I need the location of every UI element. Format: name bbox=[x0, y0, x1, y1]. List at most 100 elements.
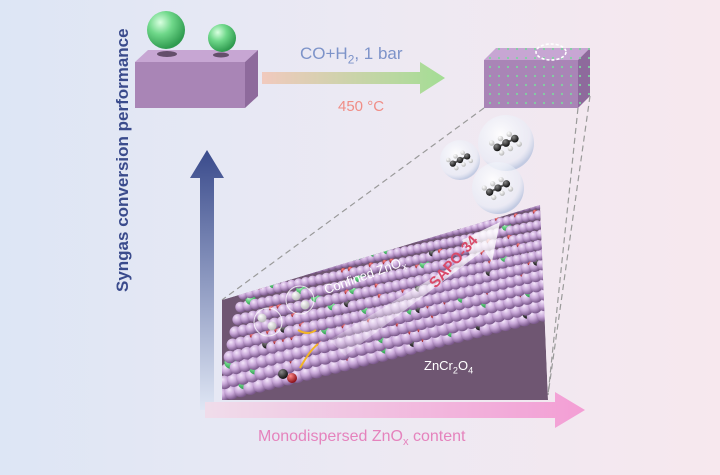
lattice-atom bbox=[346, 223, 355, 233]
lattice-atom bbox=[348, 234, 358, 244]
lattice-atom bbox=[284, 223, 293, 232]
lattice-atom bbox=[354, 233, 364, 243]
lattice-atom bbox=[275, 259, 285, 269]
lattice-atom bbox=[281, 258, 292, 268]
lattice-atom bbox=[378, 229, 388, 238]
lattice-atom bbox=[377, 197, 384, 204]
oxygen-atom bbox=[479, 209, 484, 214]
lattice-atom bbox=[275, 213, 284, 222]
lattice-atom bbox=[270, 248, 280, 258]
x-axis-arrow bbox=[205, 392, 585, 428]
lattice-atom bbox=[402, 224, 412, 234]
lattice-atom bbox=[276, 247, 286, 257]
lattice-atom bbox=[290, 211, 299, 219]
lattice-atom bbox=[359, 210, 368, 219]
lattice-atom bbox=[385, 216, 395, 226]
olefin-hydrogen bbox=[507, 145, 514, 152]
lattice-atom bbox=[247, 276, 258, 286]
lattice-atom bbox=[414, 222, 424, 232]
lattice-atom bbox=[418, 205, 427, 209]
oxygen-atom bbox=[299, 231, 304, 236]
lattice-atom bbox=[365, 209, 374, 218]
lattice-atom bbox=[320, 261, 331, 272]
lattice-atom bbox=[448, 205, 457, 215]
lattice-atom bbox=[456, 214, 466, 224]
catalyst-surface bbox=[222, 197, 548, 400]
lattice-atom bbox=[330, 237, 340, 247]
lattice-atom bbox=[366, 231, 376, 241]
olefin-carbon bbox=[456, 156, 464, 164]
olefin-hydrogen bbox=[498, 176, 504, 183]
lattice-atom bbox=[402, 205, 411, 212]
lattice-atom bbox=[536, 229, 547, 240]
lattice-atom bbox=[426, 220, 436, 230]
lattice-atom bbox=[375, 207, 384, 216]
olefin-hydrogen bbox=[468, 158, 474, 164]
zoom-projection-lines bbox=[221, 95, 591, 396]
lattice-atom bbox=[294, 267, 304, 277]
oxygen-atom bbox=[267, 225, 272, 230]
lattice-atom bbox=[272, 237, 281, 246]
lattice-atom bbox=[342, 235, 352, 245]
olefin-hydrogen bbox=[490, 181, 496, 187]
lattice-atom bbox=[282, 246, 292, 256]
lattice-atom bbox=[300, 243, 310, 253]
lattice-atom bbox=[318, 240, 328, 249]
olefin-hydrogen bbox=[516, 141, 522, 147]
lattice-atom bbox=[368, 219, 378, 229]
lattice-atom bbox=[274, 225, 283, 234]
lattice-atom bbox=[326, 205, 334, 213]
zno-site-atom bbox=[274, 205, 282, 206]
oxygen-atom bbox=[299, 242, 305, 247]
lattice-atom bbox=[533, 210, 544, 220]
temperature-label: 450 °C bbox=[338, 98, 385, 115]
lattice-atom bbox=[263, 227, 272, 236]
olefin-hydrogen bbox=[461, 162, 466, 167]
lattice-atom bbox=[429, 205, 438, 207]
oxygen-atom bbox=[279, 212, 284, 217]
lattice-atom bbox=[390, 226, 400, 236]
olefin-hydrogen bbox=[453, 154, 458, 159]
lattice-atom bbox=[311, 218, 320, 227]
lattice-atom bbox=[536, 258, 548, 271]
lattice-atom bbox=[300, 254, 311, 264]
lattice-atom bbox=[540, 209, 548, 219]
lattice-atom bbox=[286, 205, 294, 208]
lattice-atom bbox=[312, 241, 322, 250]
lattice-atom bbox=[313, 252, 323, 262]
lattice-atom bbox=[468, 212, 478, 222]
lattice-atom bbox=[295, 233, 304, 242]
lattice-atom bbox=[291, 205, 299, 207]
lattice-atom bbox=[361, 205, 369, 207]
lattice-atom bbox=[357, 243, 367, 254]
lattice-atom bbox=[522, 205, 531, 212]
lattice-atom bbox=[351, 244, 361, 255]
zncr2o4-label: ZnCr2O4 bbox=[424, 358, 474, 376]
lattice-atom bbox=[336, 205, 344, 212]
olefin-carbon bbox=[485, 188, 494, 196]
oxygen-atom bbox=[318, 250, 324, 255]
lattice-atom bbox=[249, 241, 259, 250]
oxygen-atom bbox=[311, 240, 316, 245]
lattice-atom bbox=[294, 255, 304, 266]
olefin-hydrogen bbox=[491, 194, 497, 201]
oxygen-atom bbox=[365, 230, 370, 235]
lattice-atom bbox=[338, 247, 348, 257]
carbon-atom bbox=[260, 226, 267, 232]
lattice-atom bbox=[351, 222, 361, 232]
lattice-atom bbox=[370, 208, 379, 217]
lattice-atom bbox=[474, 211, 484, 221]
lattice-atom bbox=[413, 205, 422, 210]
lattice-atom bbox=[327, 260, 337, 271]
lattice-atom bbox=[420, 231, 430, 242]
olefin-carbon bbox=[449, 160, 456, 167]
lattice-atom bbox=[336, 236, 346, 246]
y-axis-arrow bbox=[190, 150, 224, 410]
zno-site-atom bbox=[393, 222, 402, 231]
lattice-atom bbox=[450, 215, 460, 225]
lattice-atom bbox=[462, 213, 472, 223]
olefin-carbon bbox=[493, 143, 502, 152]
syngas-molecules bbox=[253, 285, 319, 383]
lattice-atom bbox=[288, 256, 298, 267]
lattice-atom bbox=[260, 273, 271, 284]
